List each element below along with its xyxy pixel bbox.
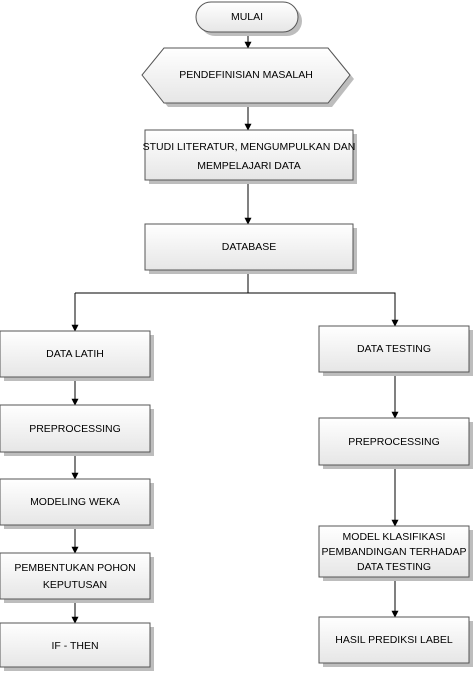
node-prediction-result: HASIL PREDIKSI LABEL	[318, 616, 473, 667]
node-if-then: IF - THEN	[0, 622, 154, 671]
node-decision-tree: PEMBENTUKAN POHON KEPUTUSAN	[0, 552, 154, 603]
node-classification-model-line-1: MODEL KLASIFIKASI	[343, 531, 446, 543]
node-preprocessing-right-label: PREPROCESSING	[348, 436, 440, 448]
node-database: DATABASE	[144, 223, 357, 274]
node-decision-tree-line-2: KEPUTUSAN	[43, 579, 107, 591]
node-start-label: MULAI	[231, 11, 263, 23]
node-prediction-result-label: HASIL PREDIKSI LABEL	[335, 634, 453, 646]
node-modeling: MODELING WEKA	[0, 478, 154, 529]
node-database-label: DATABASE	[222, 241, 276, 253]
node-testing-data-label: DATA TESTING	[357, 343, 431, 355]
node-classification-model: MODEL KLASIFIKASI PEMBANDINGAN TERHADAP …	[318, 525, 473, 581]
node-literature-study: STUDI LITERATUR, MENGUMPULKAN DAN MEMPEL…	[143, 129, 357, 184]
node-literature-study-line-1: STUDI LITERATUR, MENGUMPULKAN DAN	[143, 141, 356, 153]
node-problem-definition-label: PENDEFINISIAN MASALAH	[179, 69, 313, 81]
node-preprocessing-left-label: PREPROCESSING	[29, 423, 121, 435]
node-classification-model-line-2: PEMBANDINGAN TERHADAP	[321, 546, 466, 558]
node-if-then-label: IF - THEN	[51, 640, 98, 652]
node-start: MULAI	[195, 1, 302, 36]
connectors	[71, 33, 399, 624]
edge-split-to-testing	[248, 292, 399, 327]
node-classification-model-line-3: DATA TESTING	[357, 561, 431, 573]
node-preprocessing-right: PREPROCESSING	[318, 417, 473, 469]
node-training-data: DATA LATIH	[0, 330, 154, 381]
node-testing-data: DATA TESTING	[318, 325, 473, 376]
node-decision-tree-line-1: PEMBENTUKAN POHON	[14, 562, 135, 574]
node-preprocessing-left: PREPROCESSING	[0, 404, 154, 456]
node-problem-definition: PENDEFINISIAN MASALAH	[141, 47, 354, 107]
node-literature-study-line-2: MEMPELAJARI DATA	[197, 160, 300, 172]
node-modeling-label: MODELING WEKA	[30, 496, 120, 508]
node-training-data-label: DATA LATIH	[46, 348, 104, 360]
